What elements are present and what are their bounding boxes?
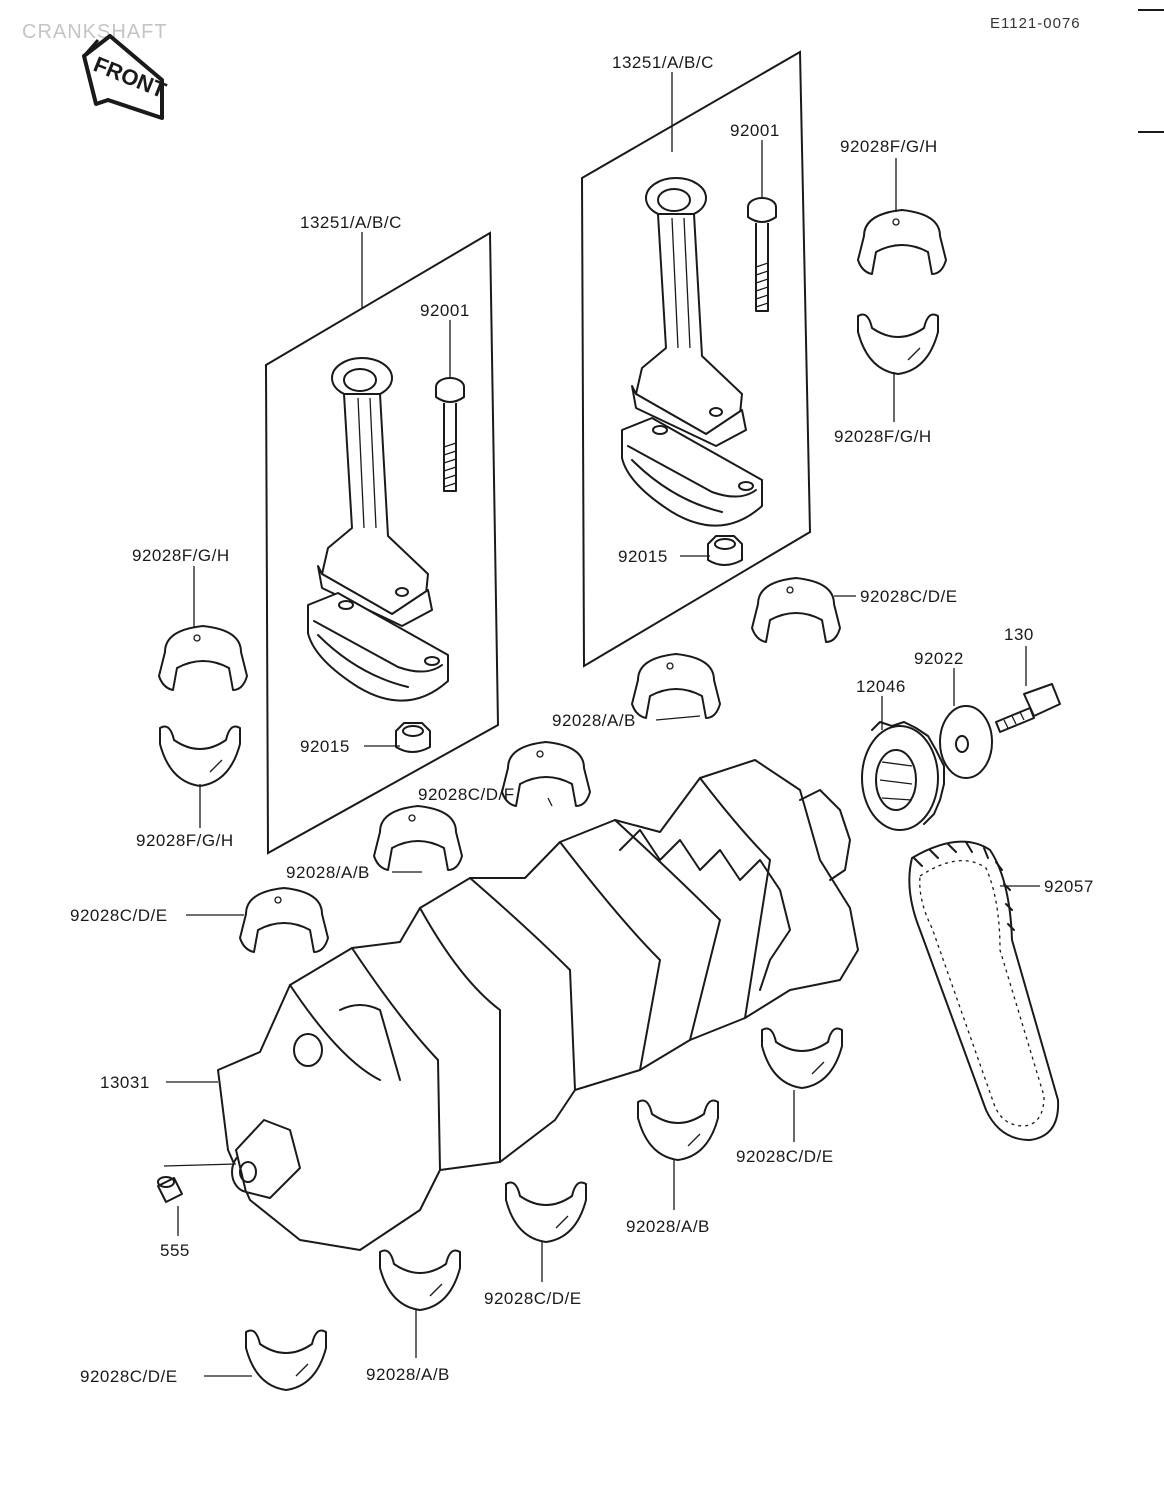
rod-nut-left (395, 722, 431, 753)
bearing-shell-ab-bottom (379, 1249, 461, 1311)
label-crankshaft: 13031 (100, 1073, 150, 1092)
label-bearing-cde-lower-right: 92028C/D/E (736, 1147, 834, 1166)
label-washer: 92022 (914, 649, 964, 668)
crank-sprocket (861, 721, 945, 831)
label-bearing-cde-bottom-left: 92028C/D/E (80, 1367, 178, 1386)
label-bolt-right: 92001 (730, 121, 780, 140)
page-title: CRANKSHAFT (22, 21, 168, 43)
bearing-shell-cde-bottom-left (245, 1329, 327, 1391)
sprocket-bolt (995, 683, 1061, 733)
bearing-shell-cde-right-top (751, 577, 841, 643)
label-bearing-fgh-left-1: 92028F/G/H (132, 546, 230, 565)
bearing-shell-fgh-upper-1 (857, 209, 947, 275)
label-nut-right: 92015 (618, 547, 668, 566)
label-sprocket: 12046 (856, 677, 906, 696)
label-bearing-fgh-upper-1: 92028F/G/H (840, 137, 938, 156)
bearing-shell-cdf (501, 741, 591, 807)
label-bolt-130: 130 (1004, 625, 1034, 644)
bearing-shell-fgh-left-2 (159, 725, 241, 787)
leader-lines (163, 72, 1040, 1377)
bearing-shell-cde-bottom-mid (505, 1181, 587, 1243)
bearing-shell-ab-2 (373, 805, 463, 871)
label-bearing-cde-bottom-mid: 92028C/D/E (484, 1289, 582, 1308)
label-bearing-fgh-upper-2: 92028F/G/H (834, 427, 932, 446)
bearing-shell-cde-lower-right (761, 1027, 843, 1089)
bearing-shell-fgh-upper-2 (857, 313, 939, 375)
label-bearing-ab-bottom: 92028/A/B (366, 1365, 450, 1384)
bearing-shell-ab-lower (637, 1099, 719, 1161)
bearing-shell-ab-1 (631, 653, 721, 719)
crankshaft (217, 759, 859, 1251)
label-chain: 92057 (1044, 877, 1094, 896)
dowel-pin (157, 1176, 183, 1203)
front-direction-badge: FRONT (82, 34, 170, 120)
label-bearing-cde-right-top: 92028C/D/E (860, 587, 958, 606)
document-code: E1121-0076 (990, 15, 1081, 32)
label-bearing-cdf: 92028C/D/F (418, 785, 515, 804)
rod-nut-right (707, 535, 743, 566)
label-bolt-left: 92001 (420, 301, 470, 320)
sprocket-washer (939, 705, 993, 779)
label-bearing-ab-lower: 92028/A/B (626, 1217, 710, 1236)
cam-chain (908, 840, 1060, 1141)
label-nut-left: 92015 (300, 737, 350, 756)
label-bearing-cde-left: 92028C/D/E (70, 906, 168, 925)
label-bearing-ab-2: 92028/A/B (286, 863, 370, 882)
bearing-shell-cde-left (239, 887, 329, 953)
label-bearing-ab-1: 92028/A/B (552, 711, 636, 730)
label-pin: 555 (160, 1241, 190, 1260)
label-rod-assy-left: 13251/A/B/C (300, 213, 402, 232)
label-bearing-fgh-left-2: 92028F/G/H (136, 831, 234, 850)
bearing-shell-fgh-left-1 (158, 625, 248, 691)
label-rod-assy-right: 13251/A/B/C (612, 53, 714, 72)
